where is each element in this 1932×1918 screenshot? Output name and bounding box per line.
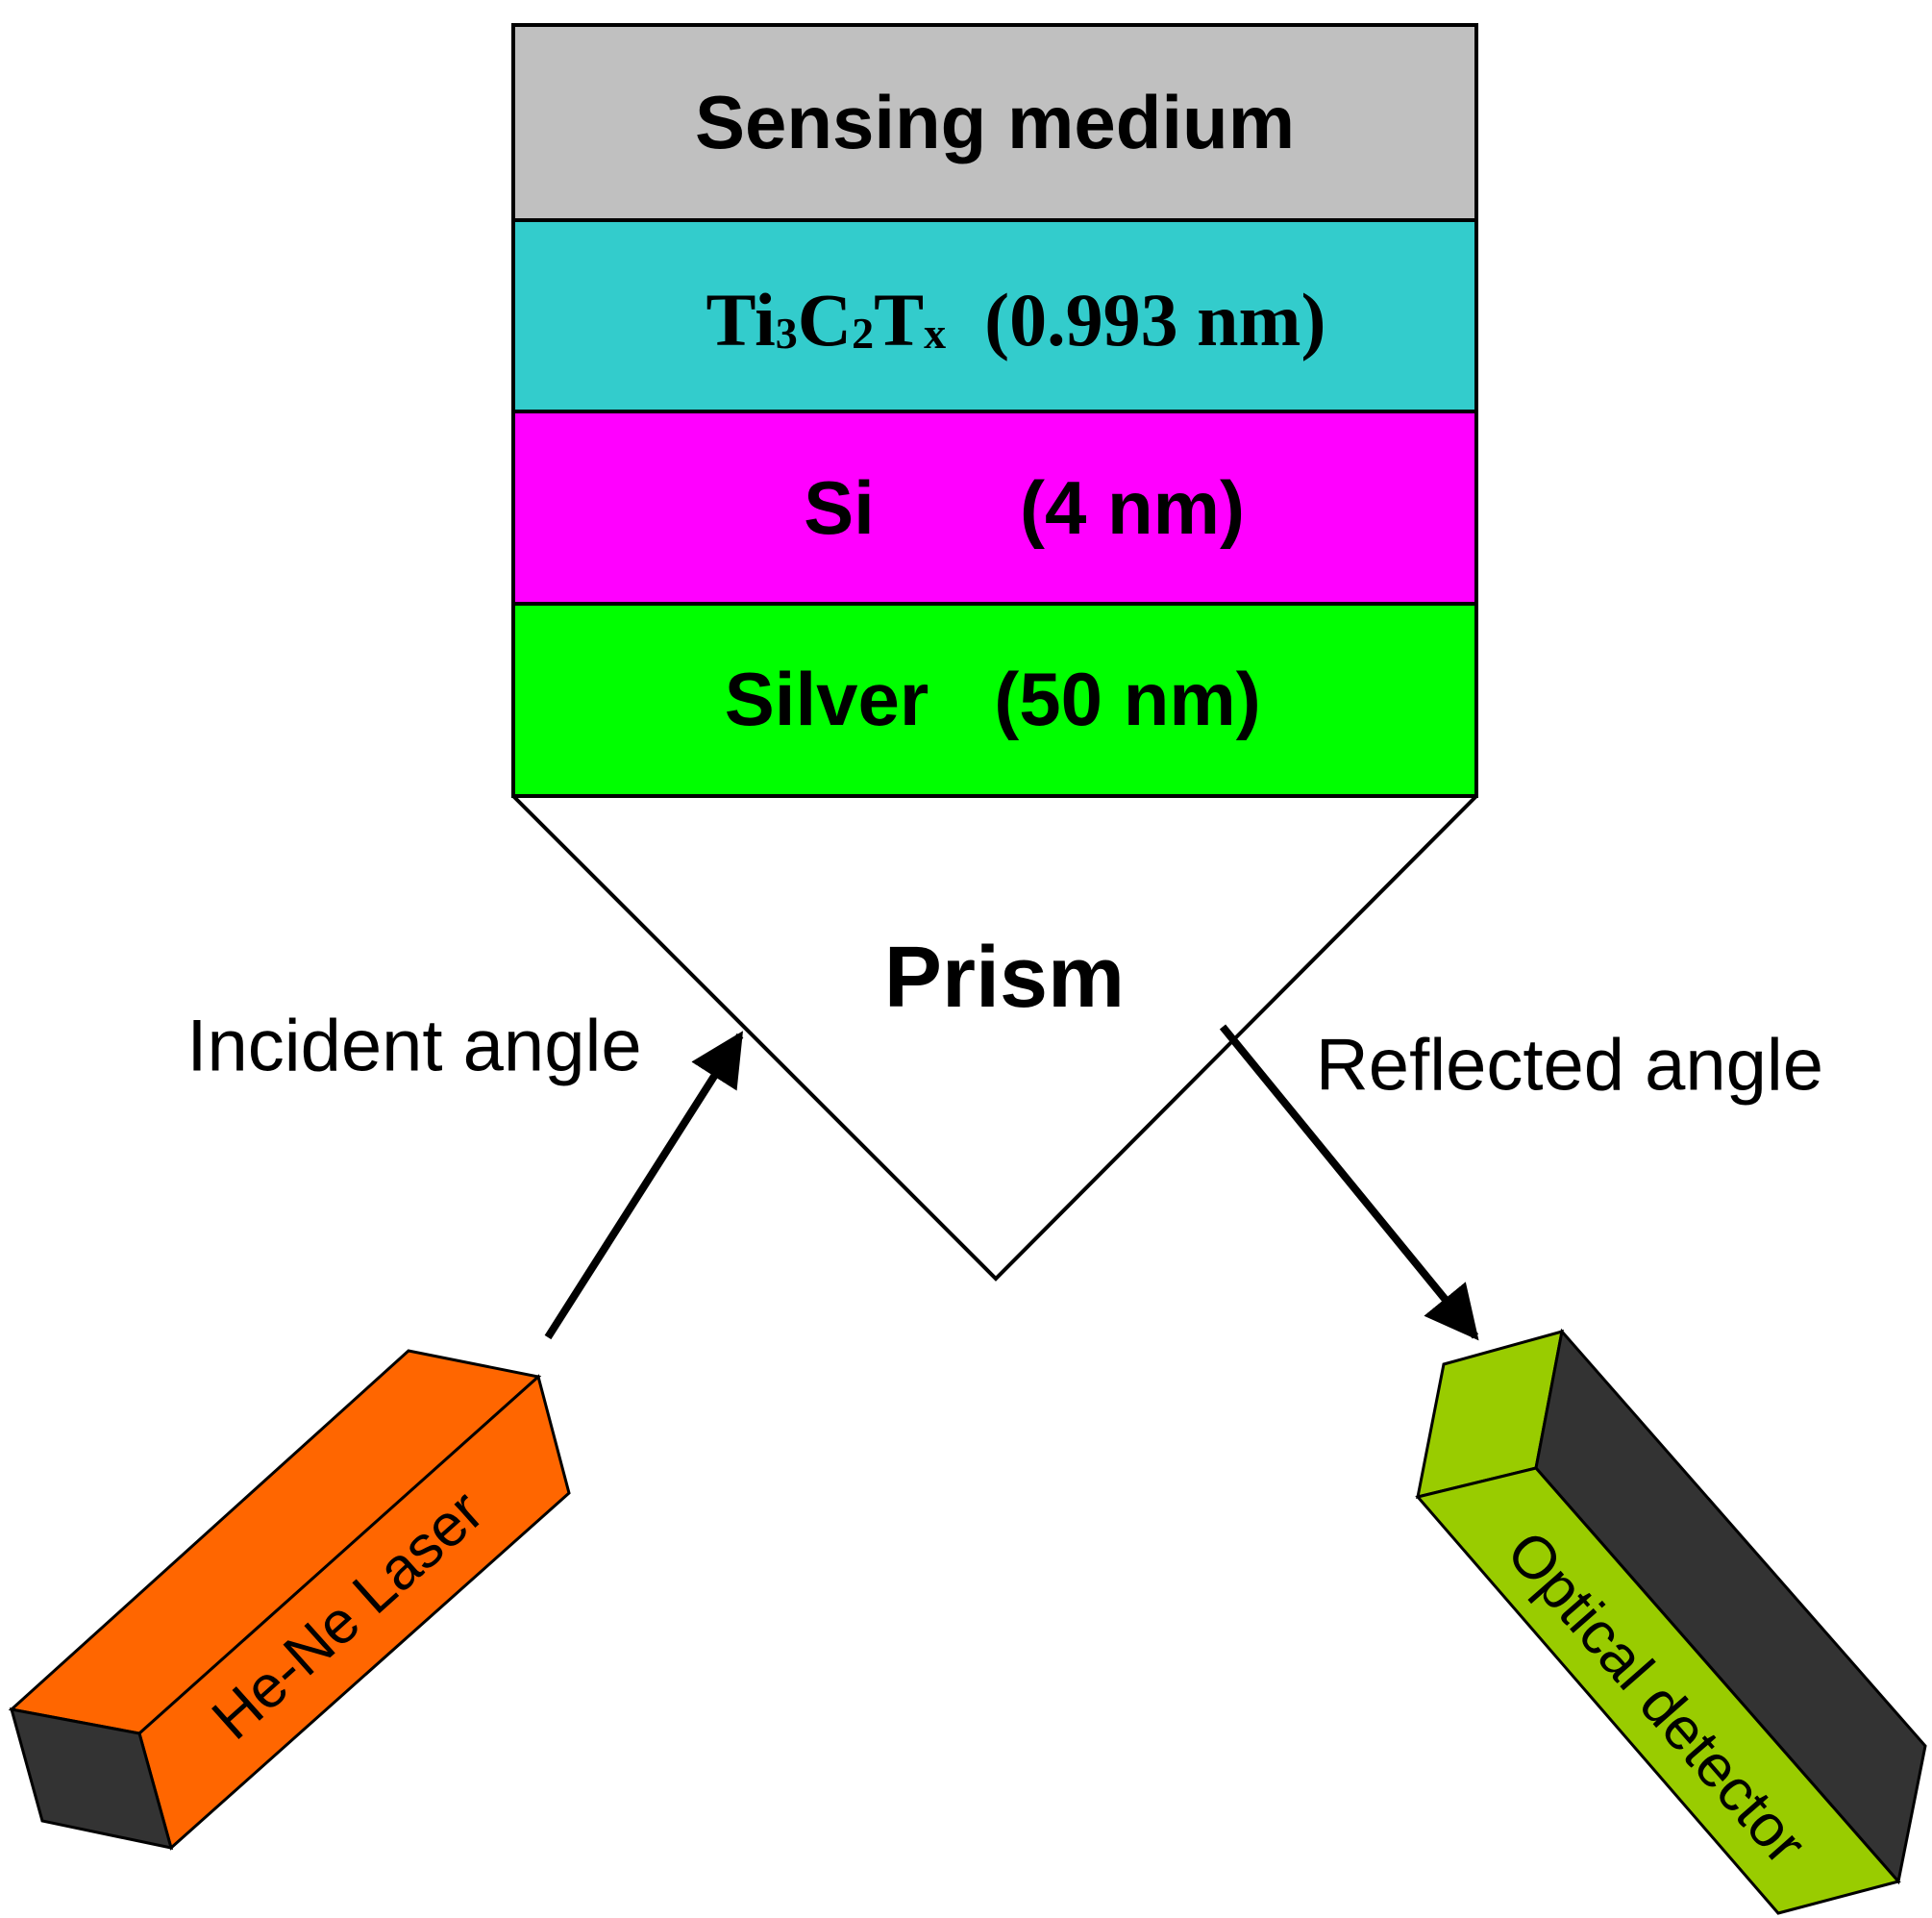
- mxene-layer: [511, 218, 1478, 413]
- incident-beam-arrow: [544, 1031, 744, 1340]
- sensing-medium-layer: [511, 23, 1478, 222]
- beams: Incident angle Reflected angle: [186, 1006, 1823, 1341]
- detector-front-face: [1415, 1466, 1901, 1915]
- prism-outline: [511, 794, 1478, 1282]
- si-label: Si: [804, 465, 875, 550]
- optical-detector: Optical detector: [1415, 1328, 1927, 1915]
- sensing-medium-label: Sensing medium: [695, 80, 1295, 164]
- prism: Prism: [511, 794, 1478, 1282]
- reflected-angle-label: Reflected angle: [1316, 1025, 1823, 1107]
- mxene-label: Ti3C2Tx(0.993 nm): [706, 278, 1326, 361]
- silver-layer: [511, 602, 1478, 798]
- laser-end-face: [9, 1707, 174, 1850]
- layer-stack: Sensing medium Ti3C2Tx(0.993 nm) Si (4 n…: [511, 23, 1478, 798]
- incident-angle-label: Incident angle: [186, 1006, 641, 1087]
- si-thickness: (4 nm): [1020, 465, 1245, 550]
- si-layer: [511, 410, 1478, 606]
- reflected-beam-arrow: [1219, 1024, 1479, 1341]
- silver-label: Silver: [725, 657, 929, 741]
- silver-thickness: (50 nm): [994, 657, 1260, 741]
- prism-label: Prism: [884, 930, 1125, 1026]
- he-ne-laser: He-Ne Laser: [8, 1349, 571, 1851]
